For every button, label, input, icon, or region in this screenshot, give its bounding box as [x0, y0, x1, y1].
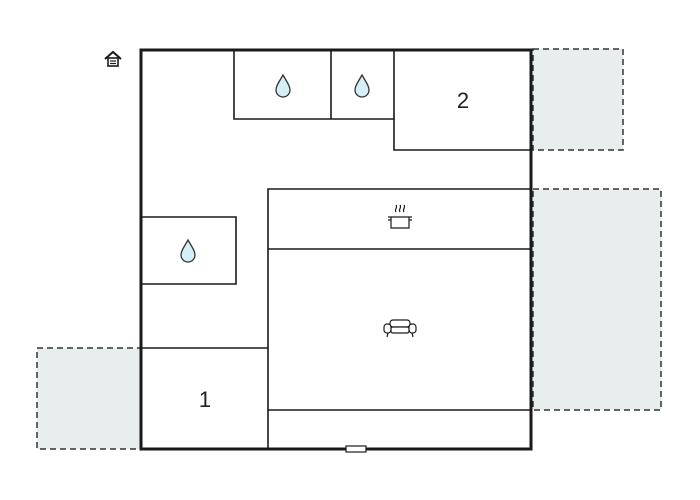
inner-walls	[141, 50, 531, 449]
terrace-bottom-left	[36, 347, 142, 450]
entrance-door	[345, 445, 367, 453]
cooking-pot-icon	[388, 204, 412, 229]
room-2-label: 2	[457, 88, 469, 113]
water-drop-icon	[180, 238, 196, 263]
water-drop-icon	[354, 73, 370, 98]
terrace-top-right	[532, 48, 624, 151]
water-drop-icon	[275, 73, 291, 98]
terrace-right	[532, 188, 662, 411]
sofa-icon	[383, 319, 417, 338]
house-icon	[104, 50, 122, 67]
room-1-label: 1	[199, 387, 211, 412]
